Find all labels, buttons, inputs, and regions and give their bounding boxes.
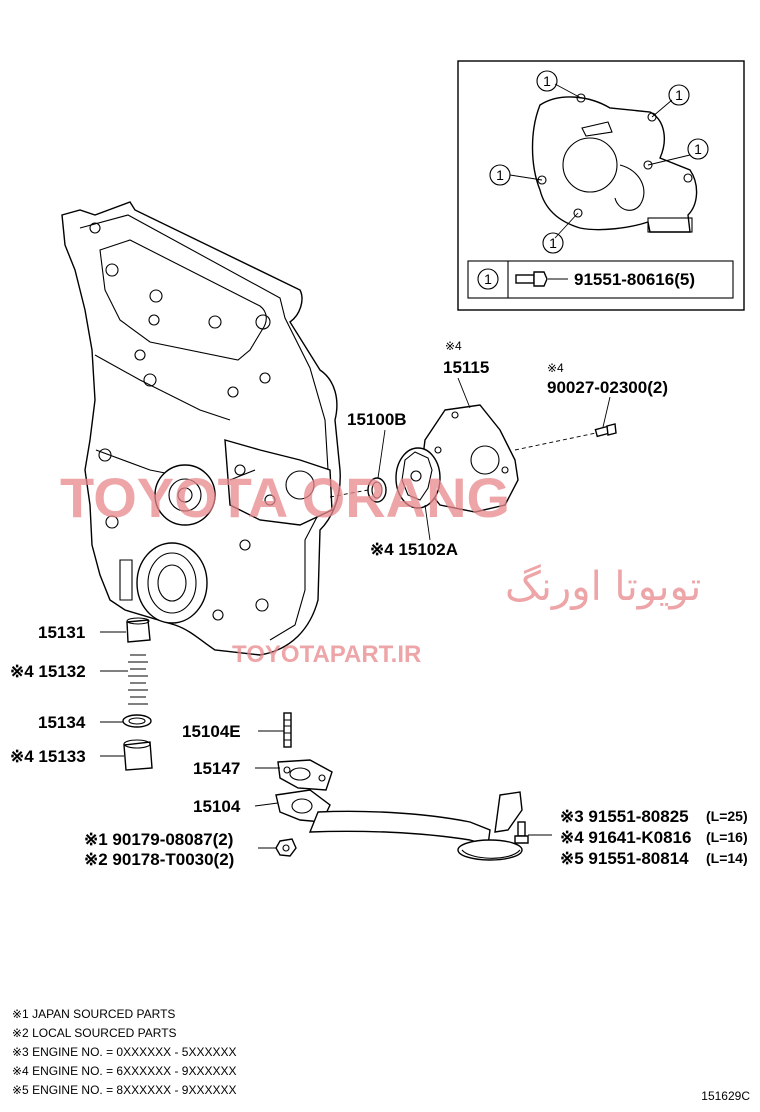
watermark-site: TOYOTAPART.IR: [232, 641, 421, 668]
label-91641-K0816: ※4 91641-K0816: [560, 828, 691, 847]
oil-strainer-illustration: [275, 789, 523, 861]
label-15104: 15104: [193, 797, 241, 816]
label-15100B: 15100B: [347, 410, 407, 429]
label-15134: 15134: [38, 713, 86, 732]
footnotes: ※1 JAPAN SOURCED PARTS ※2 LOCAL SOURCED …: [12, 1007, 236, 1097]
inset-legend-part: 91551-80616(5): [574, 270, 695, 289]
watermark-latin: TOYOTA ORANG: [60, 466, 510, 529]
leader-lines: [100, 377, 611, 849]
footnote-4: ※4 ENGINE NO. = 6XXXXXX - 9XXXXXX: [12, 1064, 236, 1078]
svg-text:1: 1: [694, 141, 702, 157]
label-15147: 15147: [193, 759, 240, 778]
label-90178-T0030: ※2 90178-T0030(2): [84, 850, 234, 869]
stud-illustration: [283, 712, 292, 748]
gasket-illustration: [277, 759, 333, 791]
label-15132: ※4 15132: [10, 662, 86, 681]
inset-detail: 1 1 1 1 1 1 91551-80616(5): [457, 60, 745, 311]
label-15131: 15131: [38, 623, 85, 642]
label-15102A: ※4 15102A: [370, 540, 458, 559]
relief-valve-illustration: [122, 617, 153, 771]
svg-text:1: 1: [549, 235, 557, 251]
nut-illustration: [275, 838, 297, 857]
watermark-persian: تویوتا اورنگ: [505, 564, 701, 610]
svg-text:1: 1: [543, 73, 551, 89]
label-15115: 15115: [443, 358, 489, 377]
footnote-1: ※1 JAPAN SOURCED PARTS: [12, 1007, 175, 1021]
label-91551-80814: ※5 91551-80814: [560, 849, 689, 868]
label-15133: ※4 15133: [10, 747, 86, 766]
label-91551-80825: ※3 91551-80825: [560, 807, 689, 826]
footnote-2: ※2 LOCAL SOURCED PARTS: [12, 1026, 177, 1040]
label-91551-80814-length: (L=14): [706, 850, 748, 866]
timing-cover-illustration: [61, 201, 341, 656]
inset-legend-marker: 1: [484, 271, 492, 287]
label-90179-08087: ※1 90179-08087(2): [84, 830, 233, 849]
svg-text:1: 1: [496, 167, 504, 183]
pump-bolt-illustration: [594, 423, 617, 438]
label-90027-note: ※4: [547, 361, 564, 375]
label-91641-K0816-length: (L=16): [706, 829, 748, 845]
oil-pump-rotor-illustration: [395, 447, 441, 509]
label-15104E: 15104E: [182, 722, 241, 741]
figure-id: 151629C: [701, 1089, 750, 1103]
bolt-icon: [515, 271, 548, 287]
footnote-3: ※3 ENGINE NO. = 0XXXXXX - 5XXXXXX: [12, 1045, 236, 1059]
strainer-bolt-illustration: [514, 821, 529, 844]
label-15115-note: ※4: [445, 339, 462, 353]
inset-callout-markers: 1 1 1 1 1: [489, 70, 709, 254]
label-91551-80825-length: (L=25): [706, 808, 748, 824]
svg-text:1: 1: [675, 87, 683, 103]
label-90027-02300: 90027-02300(2): [547, 378, 668, 397]
footnote-5: ※5 ENGINE NO. = 8XXXXXX - 9XXXXXX: [12, 1083, 236, 1097]
